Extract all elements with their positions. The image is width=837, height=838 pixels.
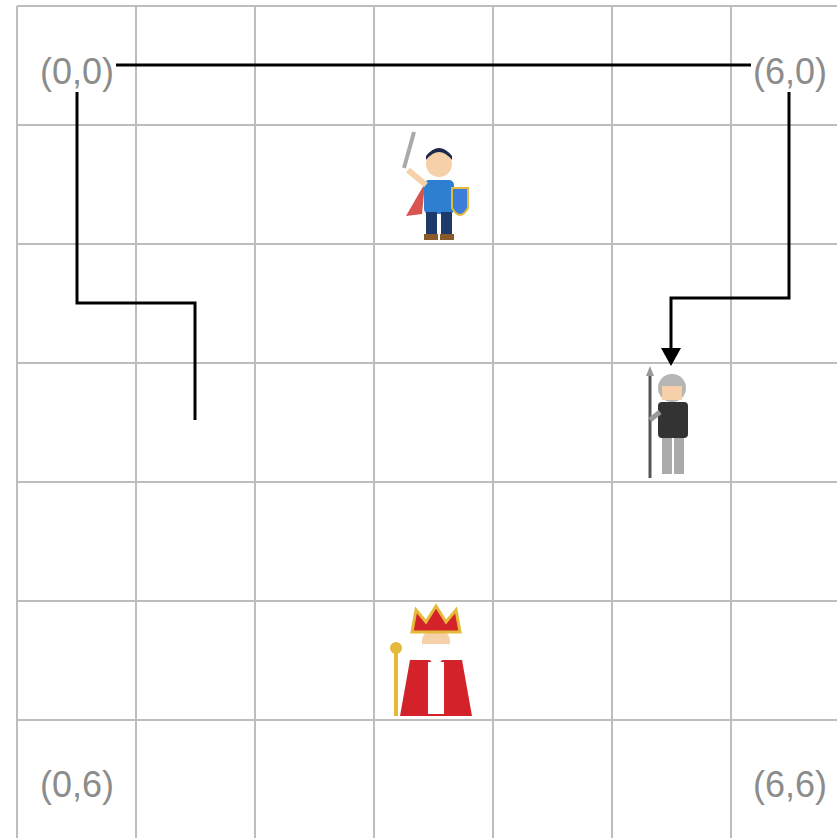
route-arrowhead — [661, 348, 681, 366]
coordinate-label: (0,6) — [38, 765, 116, 805]
route-line — [77, 65, 789, 420]
grid-lines — [17, 6, 837, 838]
coordinate-label: (6,0) — [751, 52, 829, 92]
coordinate-label: (0,0) — [38, 52, 116, 92]
soldier-figure — [646, 366, 688, 478]
coordinate-label: (6,6) — [751, 765, 829, 805]
king-figure — [390, 606, 472, 716]
hero-figure — [404, 132, 468, 240]
